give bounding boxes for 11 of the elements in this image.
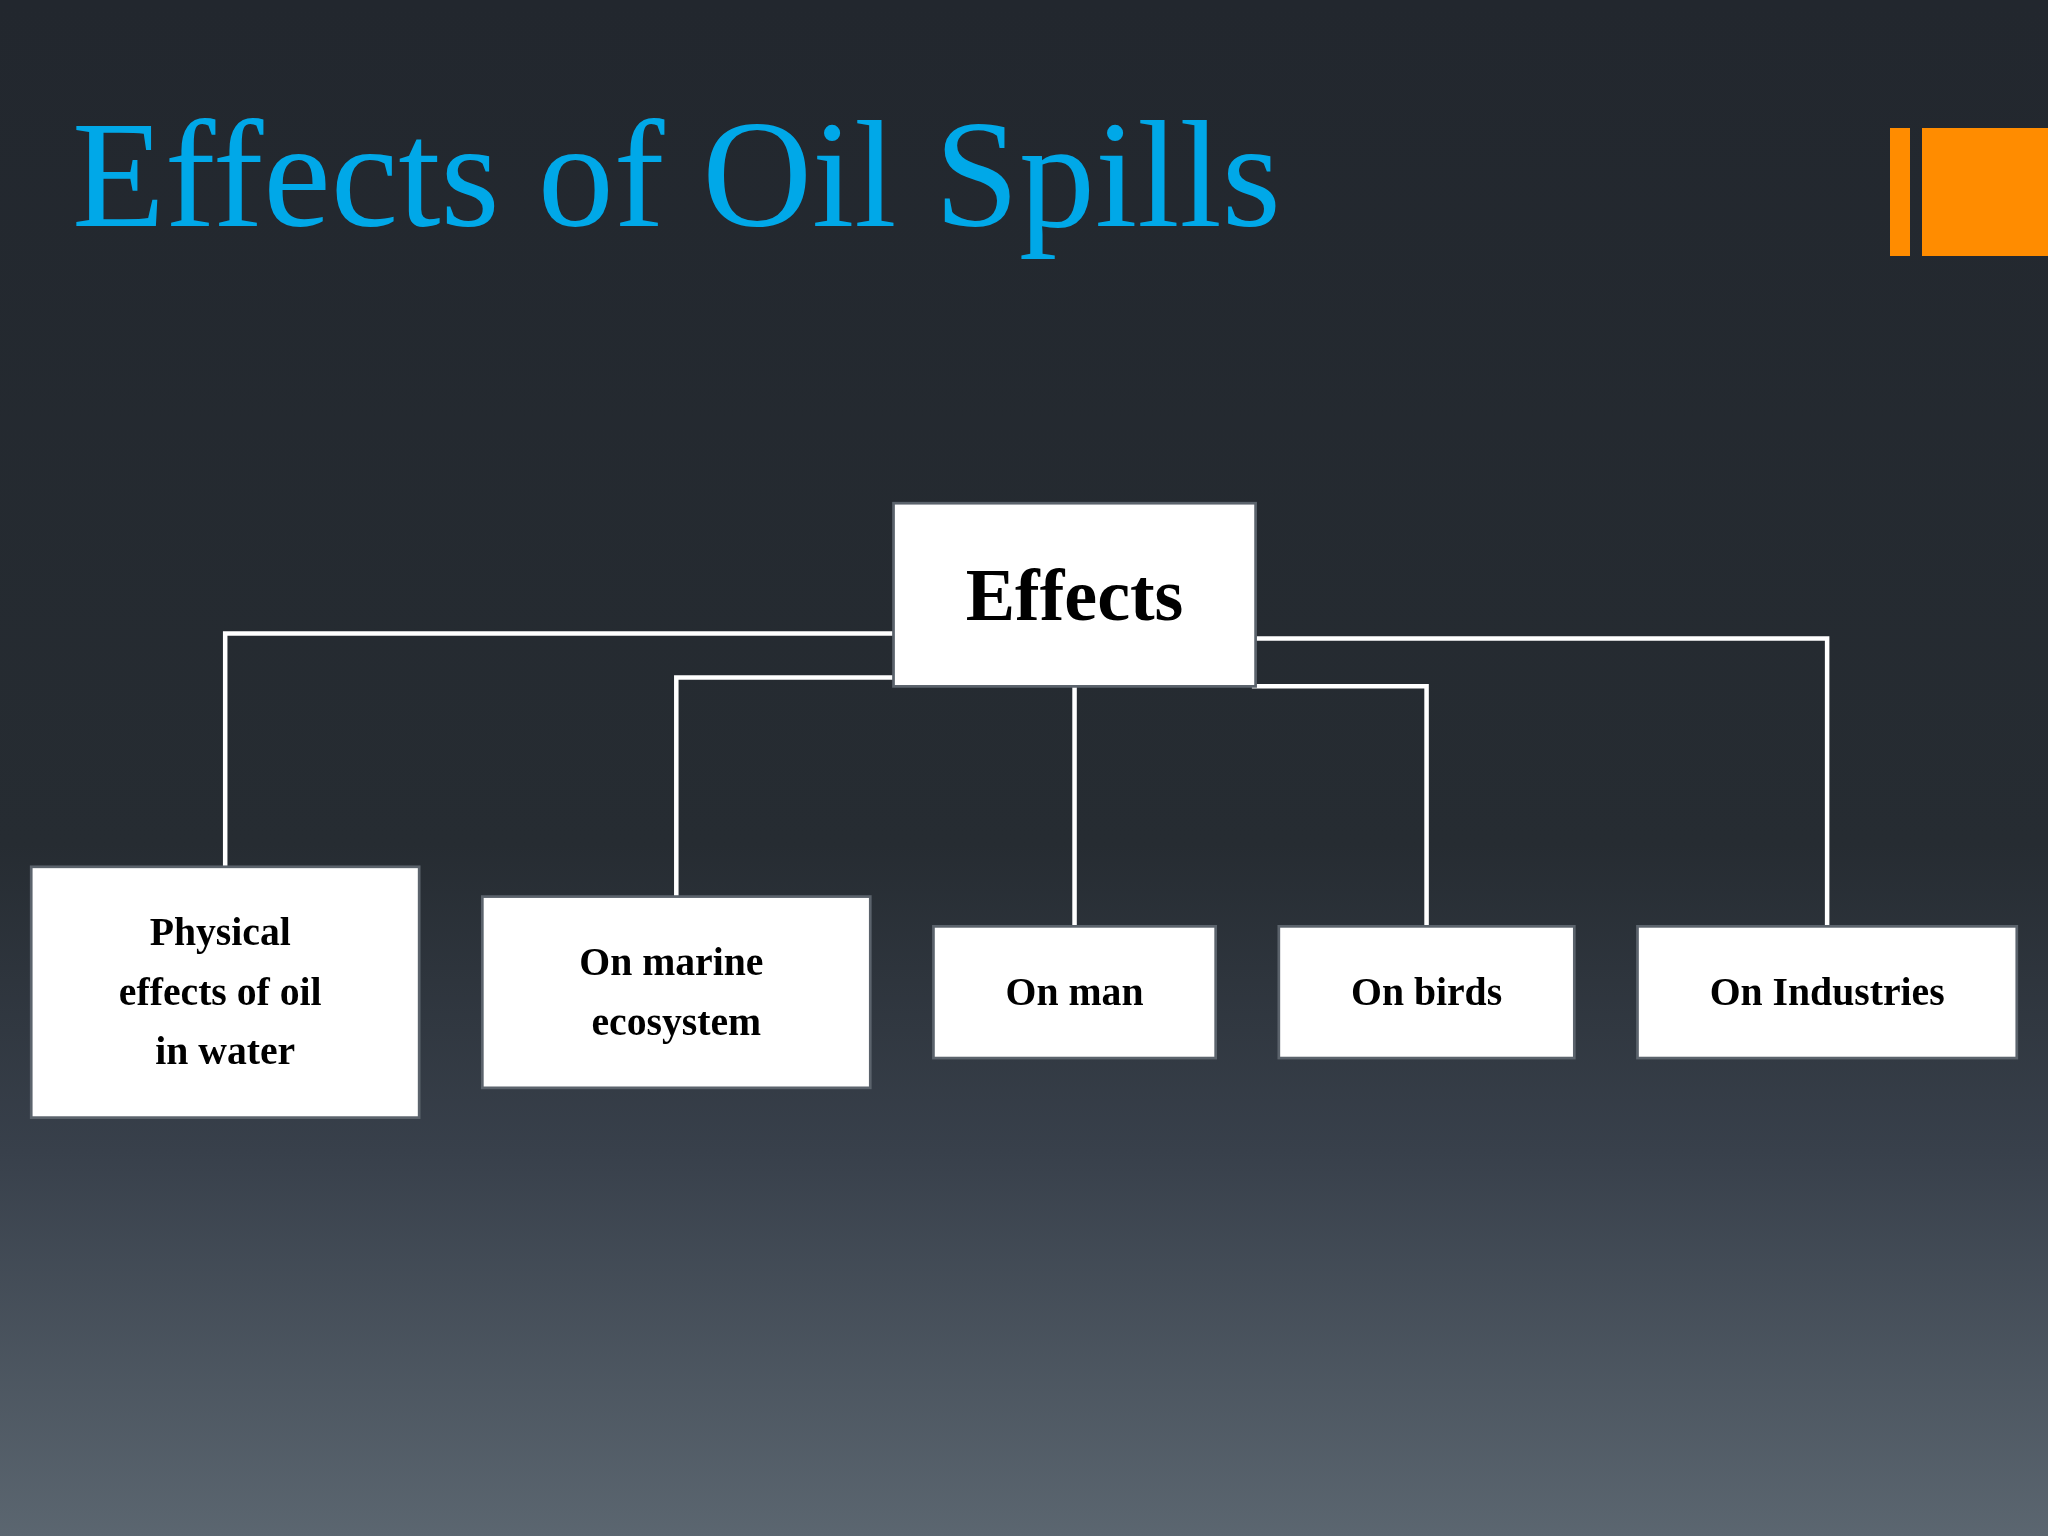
connector [1251, 683, 1429, 926]
node-box: On Industries [1636, 924, 2019, 1059]
node-box: Physical effects of oil in water [29, 865, 421, 1119]
node-box: On birds [1277, 924, 1576, 1059]
node-box: On marine ecosystem [480, 894, 872, 1089]
title: Effects of Oil Spills [72, 90, 1281, 261]
connector [674, 674, 894, 897]
connector [1255, 635, 1830, 926]
node-box: Effects [892, 501, 1257, 688]
node-box: On man [932, 924, 1218, 1059]
connector [222, 630, 894, 867]
